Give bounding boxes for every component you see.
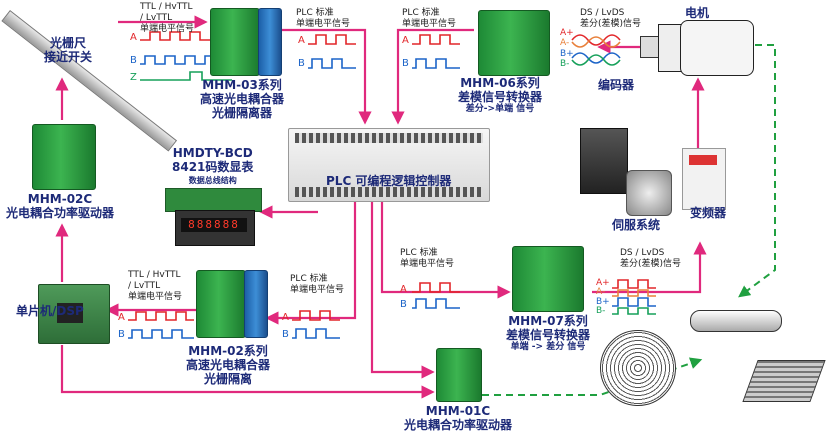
- label-mhm06: MHM-06系列差模信号转换器 差分->单端 信号: [458, 76, 543, 114]
- channel-a-ttl-bottom: A: [118, 312, 125, 323]
- channel-bplus-bottom: B+: [596, 297, 610, 307]
- label-plc: PLC 可编程逻辑控制器: [326, 174, 452, 188]
- label-mhm07: MHM-07系列差模信号转换器 单端 -> 差分 信号: [506, 314, 591, 352]
- inverter-image: [682, 148, 726, 210]
- label-encoder: 编码器: [598, 78, 635, 92]
- mhm07-module-image: [512, 246, 584, 312]
- label-mhm02: MHM-02系列高速光电耦合器光栅隔离: [186, 344, 271, 386]
- channel-aplus-top: A+: [560, 28, 574, 38]
- channel-b-plc1: B: [298, 58, 305, 69]
- waves-plc-top2: [412, 34, 460, 69]
- label-grating: 光栅尺接近开关: [44, 36, 93, 64]
- label-plc-top1: PLC 标准单端电平信号: [296, 8, 351, 29]
- hmdty-display-image: 888888: [165, 188, 262, 248]
- mhm03-module-image: [210, 8, 282, 76]
- mhm01c-module-image: [436, 348, 482, 402]
- arrow-mhm06-to-plc: [391, 28, 474, 125]
- arrow-plc-to-mhm01c: [370, 200, 435, 379]
- channel-b-plc-bottom1: B: [282, 329, 289, 340]
- motor-image: [640, 20, 755, 76]
- waves-ttl-top: [140, 31, 232, 81]
- label-servo: 伺服系统: [612, 218, 661, 232]
- arrow-mhm03-to-plc: [282, 28, 372, 125]
- label-mhm03: MHM-03系列高速光电耦合器光栅隔离器: [200, 78, 285, 120]
- label-plc-bottom2: PLC 标准单端电平信号: [400, 248, 455, 269]
- servo-image: [580, 128, 672, 218]
- dashed-motor-to-machine: [738, 44, 776, 298]
- mhm06-module-image: [478, 10, 550, 76]
- channel-a-plc-bottom2: A: [400, 284, 407, 295]
- arrow-plc-to-mhm07: [380, 200, 511, 299]
- dashed-mhm01c-to-machine: [482, 357, 703, 396]
- plc-image: [288, 128, 490, 202]
- waves-plc-bottom1: [292, 310, 340, 339]
- arrow-mcu-to-mhm01c: [60, 345, 435, 399]
- channel-bminus-top: B-: [560, 59, 570, 69]
- label-inverter: 变频器: [690, 206, 727, 220]
- channel-bminus-bottom: B-: [596, 306, 606, 316]
- waves-plc-bottom2: [412, 282, 460, 309]
- label-plc-bottom1: PLC 标准单端电平信号: [290, 274, 345, 295]
- channel-aplus-bottom: A+: [596, 278, 610, 288]
- label-motor: 电机: [685, 6, 710, 20]
- channel-aminus-top: A-: [560, 38, 570, 48]
- machine-rolls-image: [600, 290, 826, 420]
- waves-ttl-bottom: [128, 311, 194, 339]
- channel-a-plc1: A: [298, 35, 305, 46]
- arrow-plc-to-mhm02: [265, 200, 357, 325]
- channel-b-plc-bottom2: B: [400, 299, 407, 310]
- waves-diff-top: [571, 34, 621, 66]
- channel-a-top: A: [130, 32, 137, 43]
- channel-b-top: B: [130, 55, 137, 66]
- channel-a-plc-bottom1: A: [282, 312, 289, 323]
- waves-plc-top1: [308, 34, 356, 69]
- channel-aminus-bottom: A-: [596, 287, 606, 297]
- mcu-board-image: [38, 284, 110, 344]
- channel-bplus-top: B+: [560, 49, 574, 59]
- channel-b-plc2: B: [402, 58, 409, 69]
- mhm02c-module-image: [32, 124, 96, 190]
- channel-z-top: Z: [130, 72, 137, 83]
- label-plc-top2: PLC 标准单端电平信号: [402, 8, 457, 29]
- mhm02-module-image: [196, 270, 268, 338]
- label-mcu: 单片机/DSP: [16, 304, 84, 318]
- channel-a-plc2: A: [402, 35, 409, 46]
- waves-diff-bottom: [612, 279, 656, 315]
- channel-b-ttl-bottom: B: [118, 329, 125, 340]
